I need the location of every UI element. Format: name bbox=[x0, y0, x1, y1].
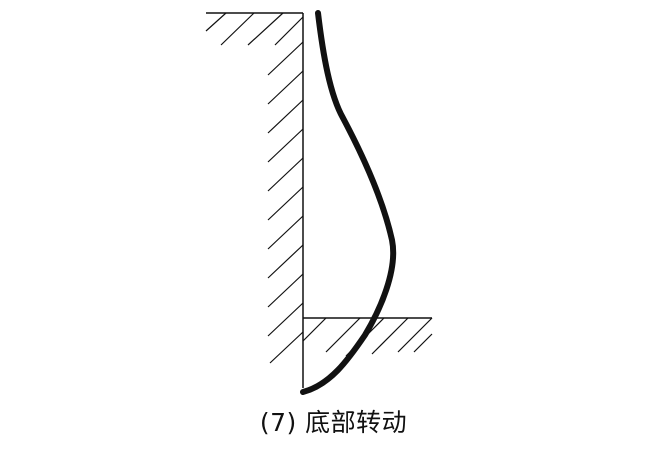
base-hatching bbox=[302, 317, 433, 357]
top-ground-hatching bbox=[205, 12, 304, 46]
deformation-curve bbox=[300, 10, 397, 395]
figure-caption: (7) 底部转动 bbox=[259, 408, 408, 437]
wall-hatching bbox=[267, 41, 304, 364]
